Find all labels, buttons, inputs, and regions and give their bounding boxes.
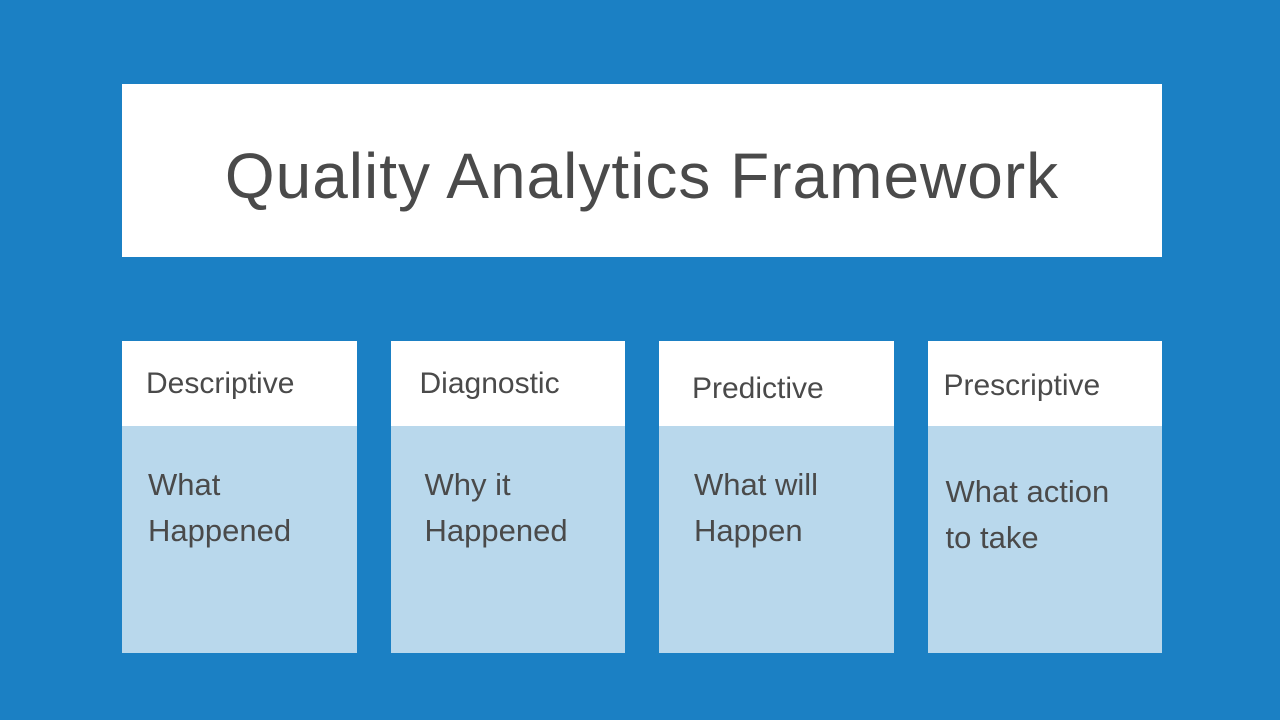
column-header: Descriptive — [122, 341, 357, 426]
column-body-text: What will Happen — [694, 467, 819, 548]
column-body-text: What action to take — [945, 474, 1110, 555]
column-body: What will Happen — [659, 426, 894, 653]
column-descriptive: Descriptive What Happened — [122, 341, 357, 653]
column-header: Prescriptive — [927, 341, 1162, 426]
column-predictive: Predictive What will Happen — [659, 341, 894, 653]
column-diagnostic: Diagnostic Why it Happened — [390, 341, 625, 653]
column-header: Diagnostic — [390, 341, 625, 426]
column-header-label: Descriptive — [146, 366, 295, 400]
column-body: What Happened — [122, 426, 357, 653]
column-body: What action to take — [927, 426, 1162, 653]
column-header-label: Prescriptive — [943, 368, 1101, 402]
analytics-columns: Descriptive What Happened Diagnostic Why… — [122, 341, 1162, 653]
column-body-text: What Happened — [148, 467, 292, 548]
column-body-text: Why it Happened — [424, 467, 568, 548]
slide-title: Quality Analytics Framework — [224, 139, 1060, 212]
title-banner: Quality Analytics Framework — [122, 84, 1162, 257]
column-prescriptive: Prescriptive What action to take — [927, 341, 1162, 653]
column-header-label: Diagnostic — [419, 366, 560, 400]
column-header: Predictive — [659, 341, 894, 426]
column-header-label: Predictive — [692, 371, 824, 405]
column-body: Why it Happened — [390, 426, 625, 653]
